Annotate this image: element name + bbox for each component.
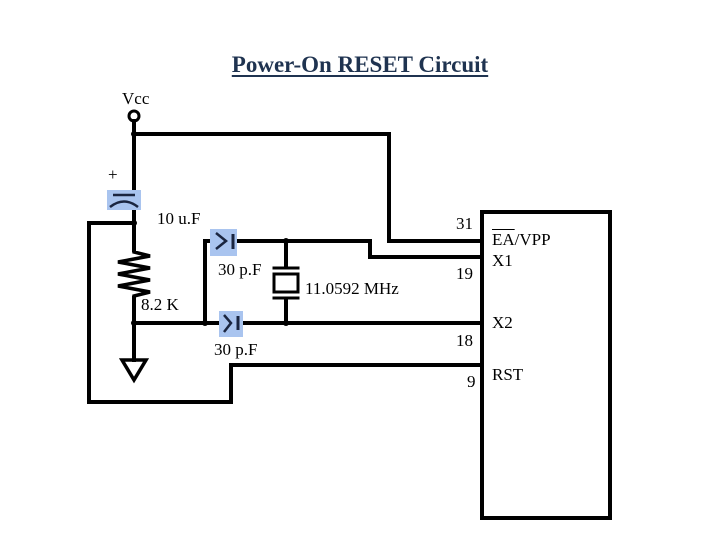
wire-rst-loop <box>87 221 484 404</box>
junction-dot <box>131 220 137 226</box>
page-title: Power-On RESET Circuit <box>231 52 489 77</box>
wire-x1 <box>236 239 484 259</box>
ground-icon <box>118 358 150 384</box>
pin-31-name-rest: /VPP <box>514 230 551 249</box>
crystal-body <box>272 272 300 294</box>
pin-9-name: RST <box>492 365 524 384</box>
junction-dot <box>202 320 208 326</box>
capacitor-30pf-lower-label: 30 p.F <box>214 340 258 359</box>
junction-dot <box>283 238 289 244</box>
junction-dot <box>283 320 289 326</box>
junction-dot <box>131 320 137 326</box>
vcc-label: Vcc <box>122 89 150 108</box>
pin-19-number: 19 <box>456 264 473 283</box>
pin-18-number: 18 <box>456 331 473 350</box>
resistor-8-2k-label: 8.2 K <box>141 295 179 314</box>
junction-dot <box>131 131 137 137</box>
capacitor-30pf-upper <box>210 229 237 256</box>
pin-19-name: X1 <box>492 251 513 270</box>
crystal-label: 11.0592 MHz <box>305 279 399 298</box>
pin-9-number: 9 <box>467 372 476 391</box>
pin-31-name: EA/VPP <box>492 231 551 248</box>
resistor-8-2k <box>117 248 151 300</box>
pin-18-name: X2 <box>492 313 513 332</box>
pin-31-number: 31 <box>456 214 473 233</box>
capacitor-10uf-label: 10 u.F <box>157 209 201 228</box>
capacitor-polarity-label: + <box>108 165 118 184</box>
capacitor-30pf-upper-label: 30 p.F <box>218 260 262 279</box>
capacitor-30pf-lower <box>219 311 243 337</box>
capacitor-10uf <box>107 190 141 210</box>
microcontroller-chip <box>480 210 612 520</box>
pin-31-name-overline: EA <box>492 230 515 249</box>
